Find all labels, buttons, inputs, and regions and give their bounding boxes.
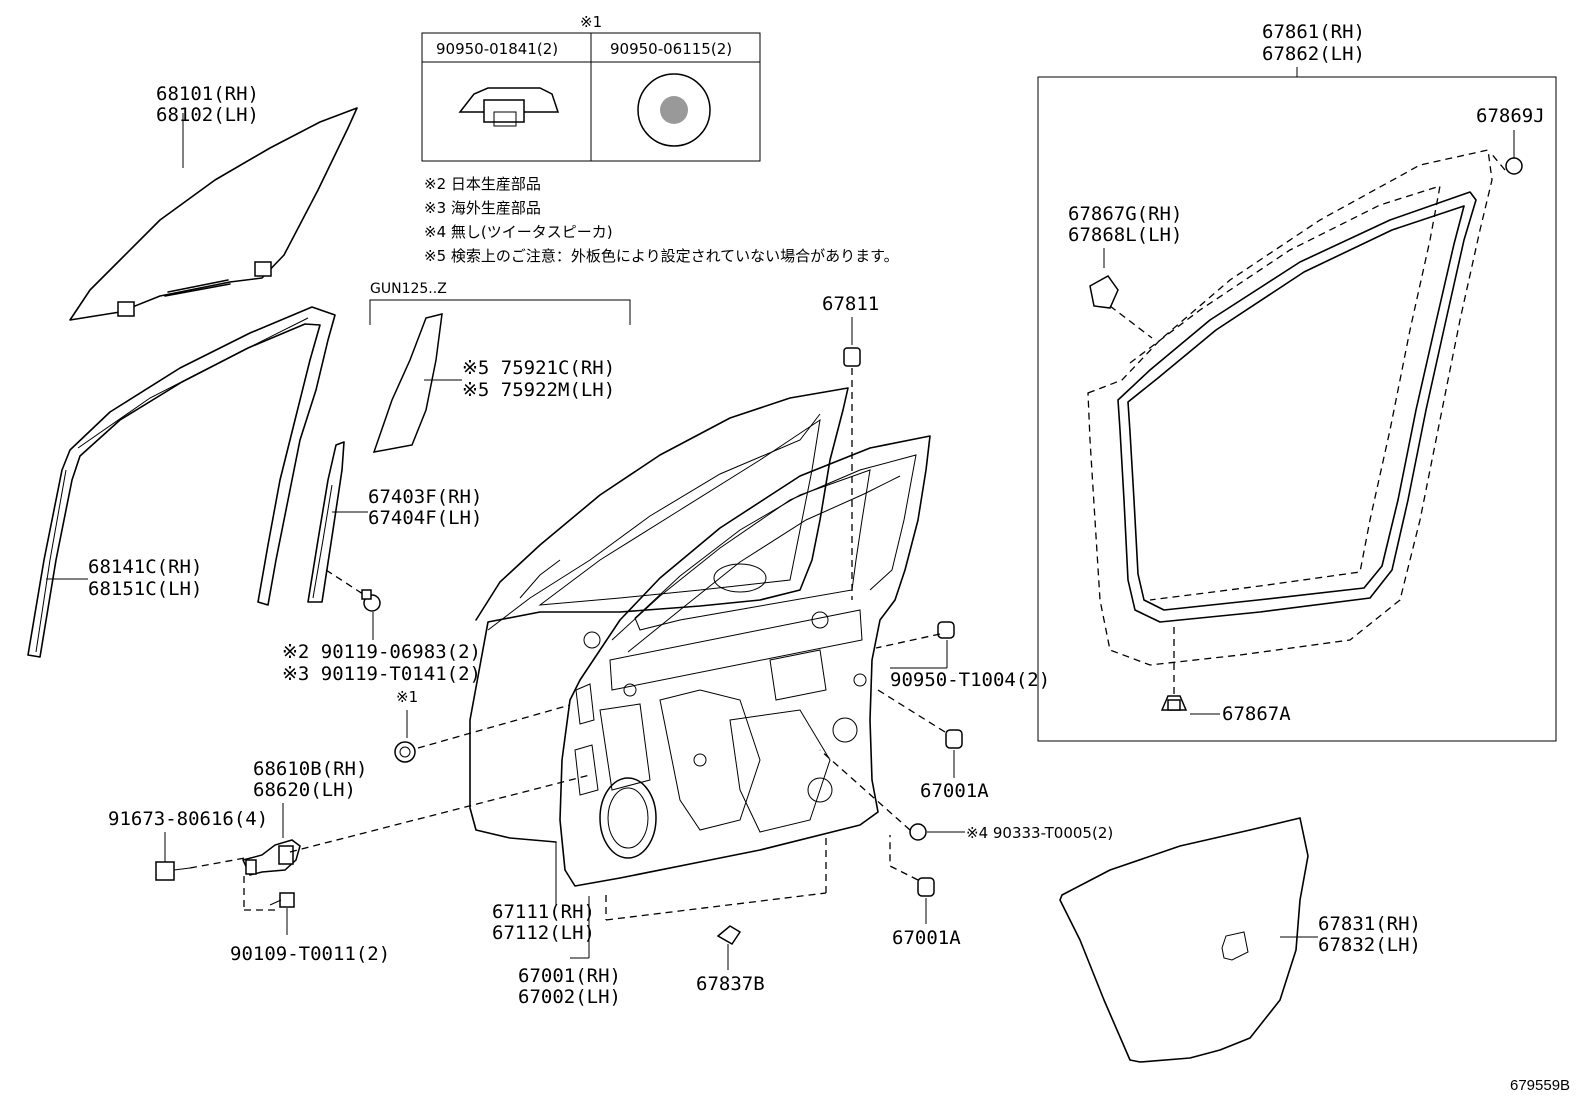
- note-5: ※5 検索上のご注意：外板色により設定されていない場合があります。: [424, 247, 899, 265]
- label-door-panel-rh: 67111(RH): [492, 901, 595, 923]
- label-door-panel-lh: 67112(LH): [492, 922, 595, 944]
- screw-90119-icon: [325, 569, 381, 640]
- pillar-garnish: [372, 313, 443, 453]
- label-hinge-bolt: 91673-80616(4): [108, 808, 268, 830]
- label-ws-clip-a: 67867A: [1222, 703, 1291, 725]
- reference-number: 679559B: [1510, 1077, 1570, 1094]
- label-run-channel-lh: 68151C(LH): [88, 578, 202, 600]
- label-note1-mark: ※1: [396, 688, 418, 706]
- label-weatherstrip-lh: 67862(LH): [1262, 43, 1365, 65]
- label-clip-b: 67837B: [696, 973, 765, 995]
- label-hinge-bolt2: 90109-T0011(2): [230, 943, 390, 965]
- clip-67001a-lower-icon: [917, 877, 935, 897]
- label-cushion: 67811: [822, 293, 879, 315]
- label-run-channel-rh: 68141C(RH): [88, 556, 202, 578]
- inset-table: [421, 32, 761, 162]
- inset-col1: 90950-01841(2): [436, 40, 558, 58]
- label-screw-1: ※2 90119-06983(2): [282, 641, 481, 663]
- hinge-bolt2-icon: [269, 892, 295, 908]
- inset-mark: ※1: [580, 13, 602, 31]
- note-3: ※3 海外生産部品: [424, 199, 541, 217]
- clip-67837b-icon: [716, 925, 742, 945]
- clip-67869j-icon: [1505, 157, 1523, 175]
- door-hinge: [241, 839, 301, 876]
- label-weatherstrip-rh: 67861(RH): [1262, 21, 1365, 43]
- label-seal-hole: ※4 90333-T0005(2): [966, 824, 1113, 842]
- hinge-bolt-icon: [155, 861, 191, 881]
- label-clip-a-upper: 67001A: [920, 780, 989, 802]
- clip-67867a-icon: [1160, 695, 1188, 711]
- weatherstrip-box: [1037, 76, 1557, 742]
- door-glass: [69, 107, 358, 321]
- label-plug-1: 90950-T1004(2): [890, 669, 1050, 691]
- label-division-bar-lh: 67404F(LH): [368, 507, 482, 529]
- label-clip-a-lower: 67001A: [892, 927, 961, 949]
- label-division-bar-rh: 67403F(RH): [368, 486, 482, 508]
- glass-run-channel: [27, 306, 336, 658]
- label-glass-lh: 68102(LH): [156, 104, 259, 126]
- clip-67001a-upper-icon: [945, 729, 963, 749]
- plug-90950-icon: [937, 621, 955, 639]
- plug-icon: [394, 741, 416, 763]
- label-hinge-rh: 68610B(RH): [253, 758, 367, 780]
- note-2: ※2 日本生産部品: [424, 175, 541, 193]
- division-bar: [307, 441, 345, 603]
- service-hole-cover: [1059, 817, 1309, 1063]
- hole-seal-icon: [909, 823, 927, 841]
- label-screw-2: ※3 90119-T0141(2): [282, 663, 481, 685]
- cushion-icon: [843, 347, 861, 367]
- note-4: ※4 無し(ツイータスピーカ): [424, 223, 613, 241]
- door-assembly: [469, 387, 931, 887]
- label-door-assy-rh: 67001(RH): [518, 965, 621, 987]
- clip-67867g-icon: [1089, 275, 1119, 309]
- label-pillar-cap-lh: ※5 75922M(LH): [462, 379, 615, 401]
- label-ws-clip-g-lh: 67868L(LH): [1068, 224, 1182, 246]
- label-cover-lh: 67832(LH): [1318, 934, 1421, 956]
- label-ws-clip-j: 67869J: [1476, 105, 1545, 127]
- inset-col2: 90950-06115(2): [610, 40, 732, 58]
- label-pillar-cap-rh: ※5 75921C(RH): [462, 357, 615, 379]
- label-door-assy-lh: 67002(LH): [518, 986, 621, 1008]
- door-weatherstrip: [1087, 149, 1493, 666]
- label-pillar-cap-group: GUN125..Z: [370, 281, 447, 297]
- label-ws-clip-g-rh: 67867G(RH): [1068, 203, 1182, 225]
- label-hinge-lh: 68620(LH): [253, 779, 356, 801]
- label-cover-rh: 67831(RH): [1318, 913, 1421, 935]
- label-glass-rh: 68101(RH): [156, 83, 259, 105]
